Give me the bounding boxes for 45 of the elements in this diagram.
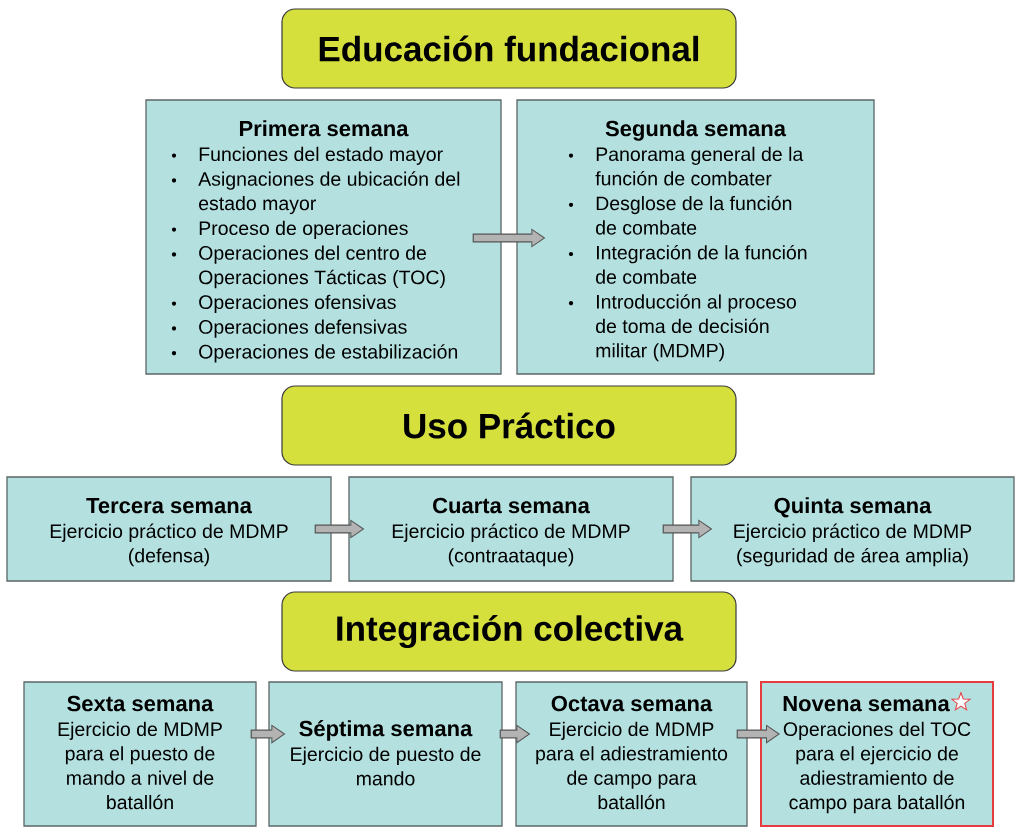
box-heading: Quinta semana xyxy=(774,497,932,518)
info-box xyxy=(145,99,502,375)
section-banner: Integración colectiva xyxy=(281,591,737,672)
list-item: Proceso de operaciones xyxy=(199,220,408,239)
box-heading: Segunda semana xyxy=(605,120,787,141)
block-arrow xyxy=(736,724,780,744)
info-box xyxy=(23,681,257,827)
list-item: Panorama general de la función de combater xyxy=(595,146,804,186)
list-item: Operaciones defensivas xyxy=(199,319,407,338)
box-heading: Cuarta semana xyxy=(433,497,590,514)
block-arrow xyxy=(662,519,712,539)
block-arrow xyxy=(250,724,285,744)
section-banner: Uso Práctico xyxy=(281,385,737,466)
box-heading: Tercera semana xyxy=(86,497,253,514)
list-item: Desglose de la función de combate xyxy=(596,195,792,235)
block-arrow xyxy=(499,724,530,744)
box-heading: Séptima semana xyxy=(299,719,473,741)
box-heading: Novena semana xyxy=(783,695,950,712)
box-text: Ejercicio de puesto de mando xyxy=(291,746,481,786)
info-box xyxy=(348,476,674,582)
info-box xyxy=(6,476,332,582)
list-item: Asignaciones de ubicación del estado mayor xyxy=(198,171,460,215)
list-item: Funciones del estado mayor xyxy=(199,146,443,165)
list-item: Operaciones de estabilización xyxy=(199,344,458,363)
info-box xyxy=(760,681,994,827)
box-text: Ejercicio práctico de MDMP (contraataque) xyxy=(392,523,630,567)
block-arrow xyxy=(472,228,545,248)
box-heading: Primera semana xyxy=(240,120,409,137)
box-heading: Sexta semana xyxy=(67,695,214,712)
info-box xyxy=(268,681,503,827)
box-text: Ejercicio de MDMP para el puesto de mando a nivel de batallón xyxy=(58,721,222,810)
box-heading: Octava semana xyxy=(551,695,713,712)
info-box xyxy=(516,99,875,375)
box-text: Ejercicio práctico de MDMP (seguridad de área amplia) xyxy=(734,523,972,567)
box-text: Operaciones del TOC para el ejercicio de adiestramiento de campo para batallón xyxy=(783,721,971,814)
block-arrow xyxy=(314,519,364,539)
info-box xyxy=(515,681,748,827)
section-banner: Educación fundacional xyxy=(281,8,737,89)
list-item: Introducción al proceso de toma de decisión militar (MDMP) xyxy=(596,294,796,362)
list-item: Integración de la función de combate xyxy=(596,244,807,284)
box-text: Ejercicio de MDMP para el adiestramiento de campo para batallón xyxy=(536,721,728,810)
list-item: Operaciones ofensivas xyxy=(199,294,396,313)
info-box xyxy=(690,476,1015,582)
box-text: Ejercicio práctico de MDMP (defensa) xyxy=(50,523,288,567)
list-item: Operaciones del centro de Operaciones Tácticas (TOC) xyxy=(199,245,445,289)
